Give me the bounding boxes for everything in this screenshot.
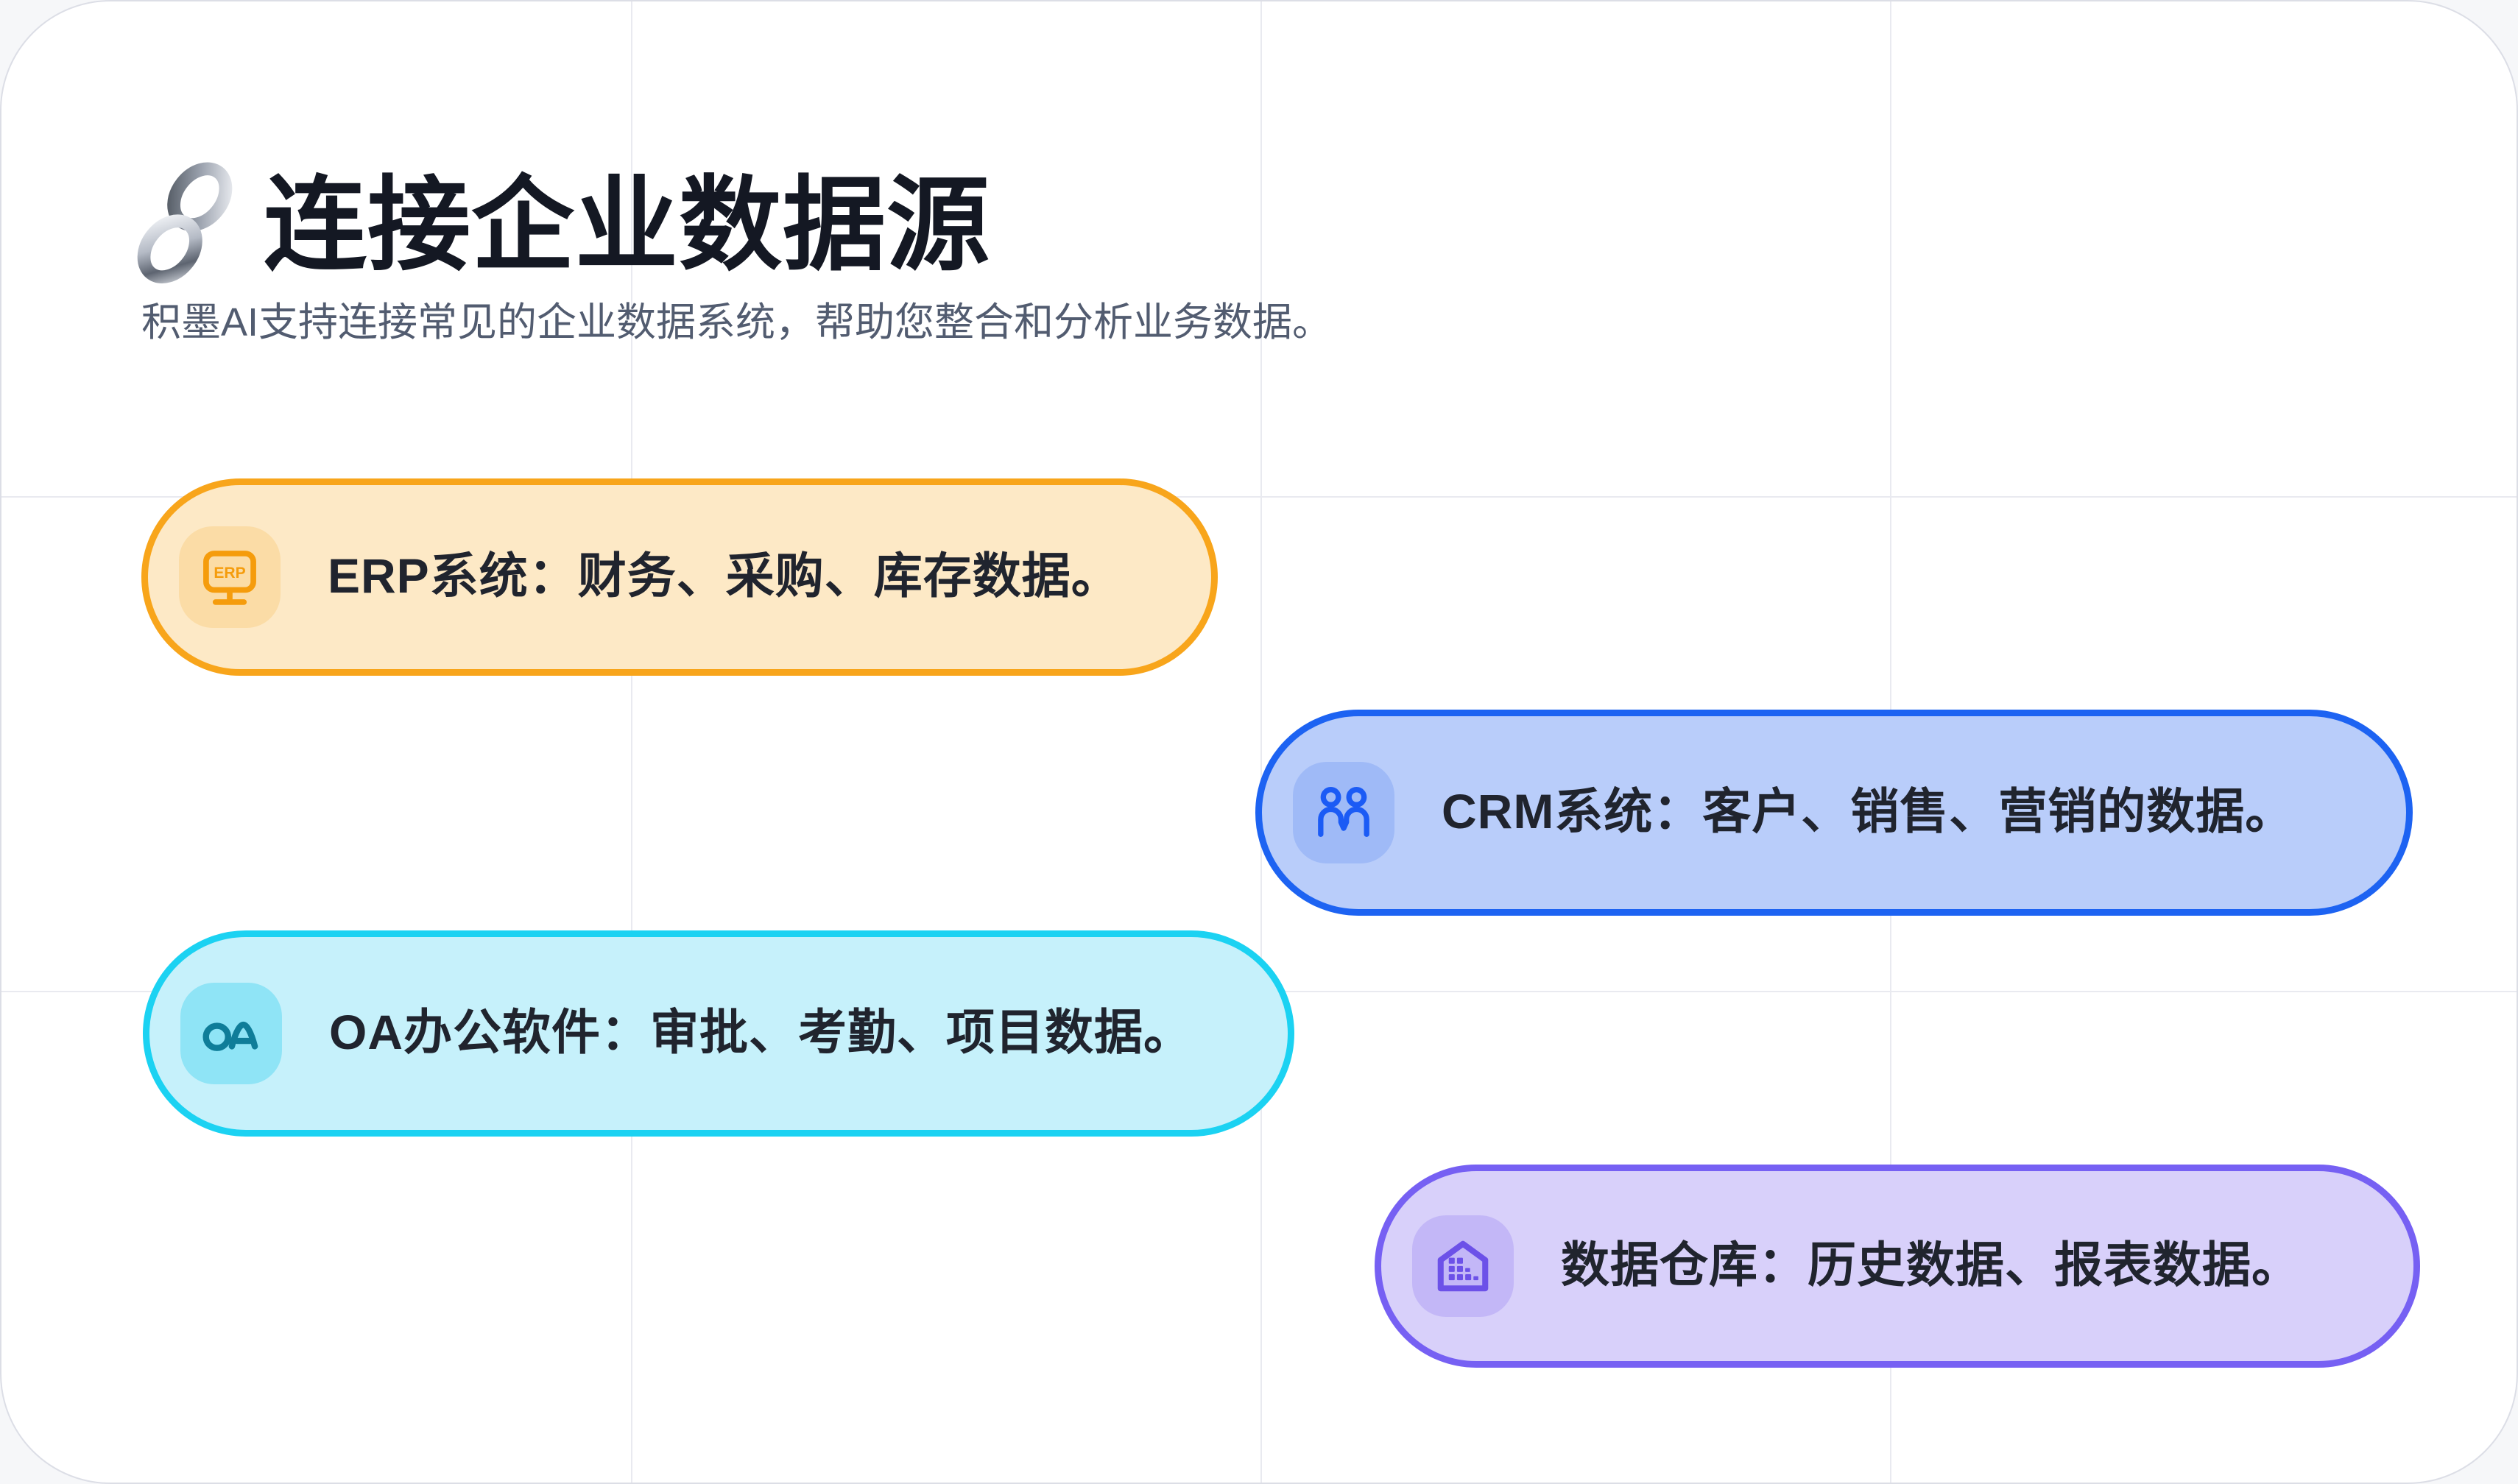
card-label: CRM系统：客户、销售、营销的数据。: [1442, 784, 2295, 838]
card-erp-system: ERP ERP系统：财务、采购、库存数据。: [141, 478, 1218, 676]
grid-line-horizontal: [1, 496, 2517, 498]
erp-monitor-icon: ERP: [179, 526, 281, 628]
warehouse-building-icon: [1412, 1215, 1514, 1317]
page-title: 连接企业数据源: [264, 167, 991, 283]
card-data-warehouse: 数据仓库：历史数据、报表数据。: [1375, 1165, 2420, 1368]
page-subtitle: 积墨AI支持连接常见的企业数据系统，帮助您整合和分析业务数据。: [141, 300, 1333, 344]
svg-text:ERP: ERP: [214, 565, 245, 582]
oa-logo-icon: [180, 983, 282, 1084]
grid-line-vertical: [631, 1, 632, 1483]
link-chain-icon: [137, 162, 233, 284]
card-crm-system: CRM系统：客户、销售、营销的数据。: [1255, 710, 2413, 916]
grid-line-vertical: [1260, 1, 1262, 1483]
card-label: ERP系统：财务、采购、库存数据。: [328, 548, 1121, 603]
card-label: 数据仓库：历史数据、报表数据。: [1561, 1237, 2301, 1292]
card-oa-software: OA办公软件：审批、考勤、项目数据。: [143, 930, 1294, 1137]
crm-users-icon: [1293, 762, 1394, 863]
card-label: OA办公软件：审批、考勤、项目数据。: [329, 1005, 1193, 1059]
